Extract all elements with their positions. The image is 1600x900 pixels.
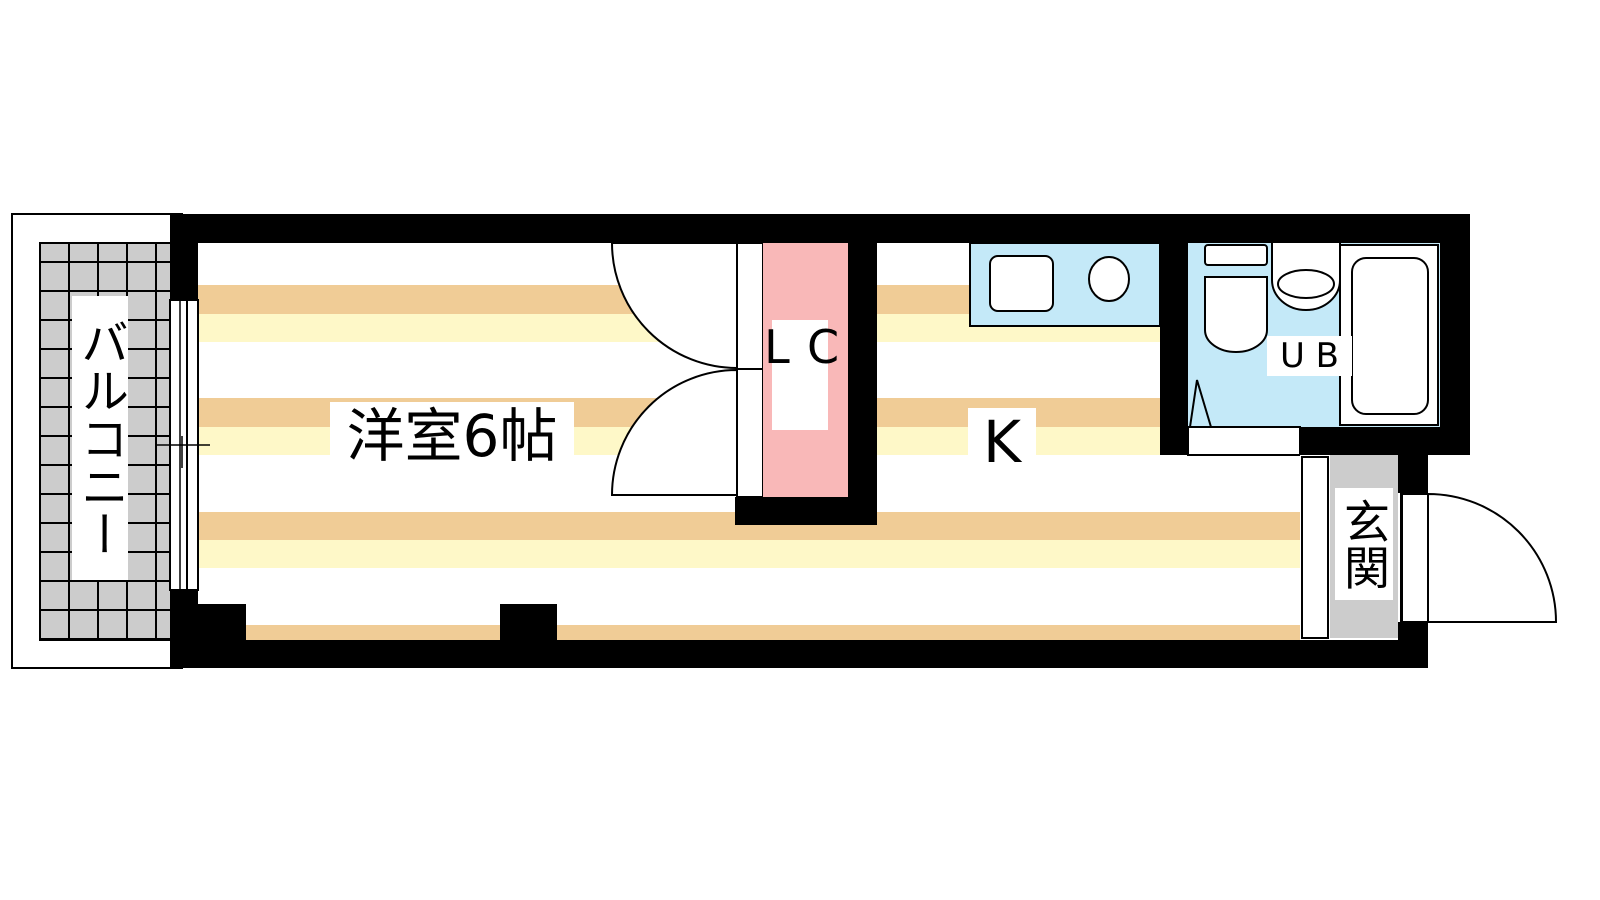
toilet-tank-icon — [1204, 244, 1268, 266]
entrance-door[interactable] — [1401, 492, 1558, 623]
pillar — [500, 604, 557, 640]
bath-wall — [1300, 427, 1470, 455]
bath-door-icon — [1189, 379, 1212, 428]
entrance-label: 玄関 — [1335, 488, 1393, 600]
toilet-icon — [1204, 276, 1268, 353]
bathtub-icon — [1351, 257, 1429, 415]
balcony-window[interactable] — [155, 299, 210, 591]
closet-wall — [848, 243, 877, 525]
balcony-label: バルコニー — [72, 296, 128, 580]
unit-bath-label: U B — [1267, 336, 1352, 376]
unit-bath — [1187, 243, 1440, 456]
closet-label: C L — [750, 320, 850, 430]
western-room-label: 洋室6帖 — [330, 402, 574, 470]
kitchen-counter — [969, 242, 1161, 327]
sink-icon — [989, 255, 1054, 312]
closet-doors[interactable] — [610, 242, 764, 498]
stove-icon — [1088, 256, 1130, 302]
bath-wall — [1160, 243, 1188, 455]
kitchen-label: K — [968, 408, 1036, 476]
pillar — [198, 604, 246, 640]
closet-wall — [735, 497, 877, 525]
